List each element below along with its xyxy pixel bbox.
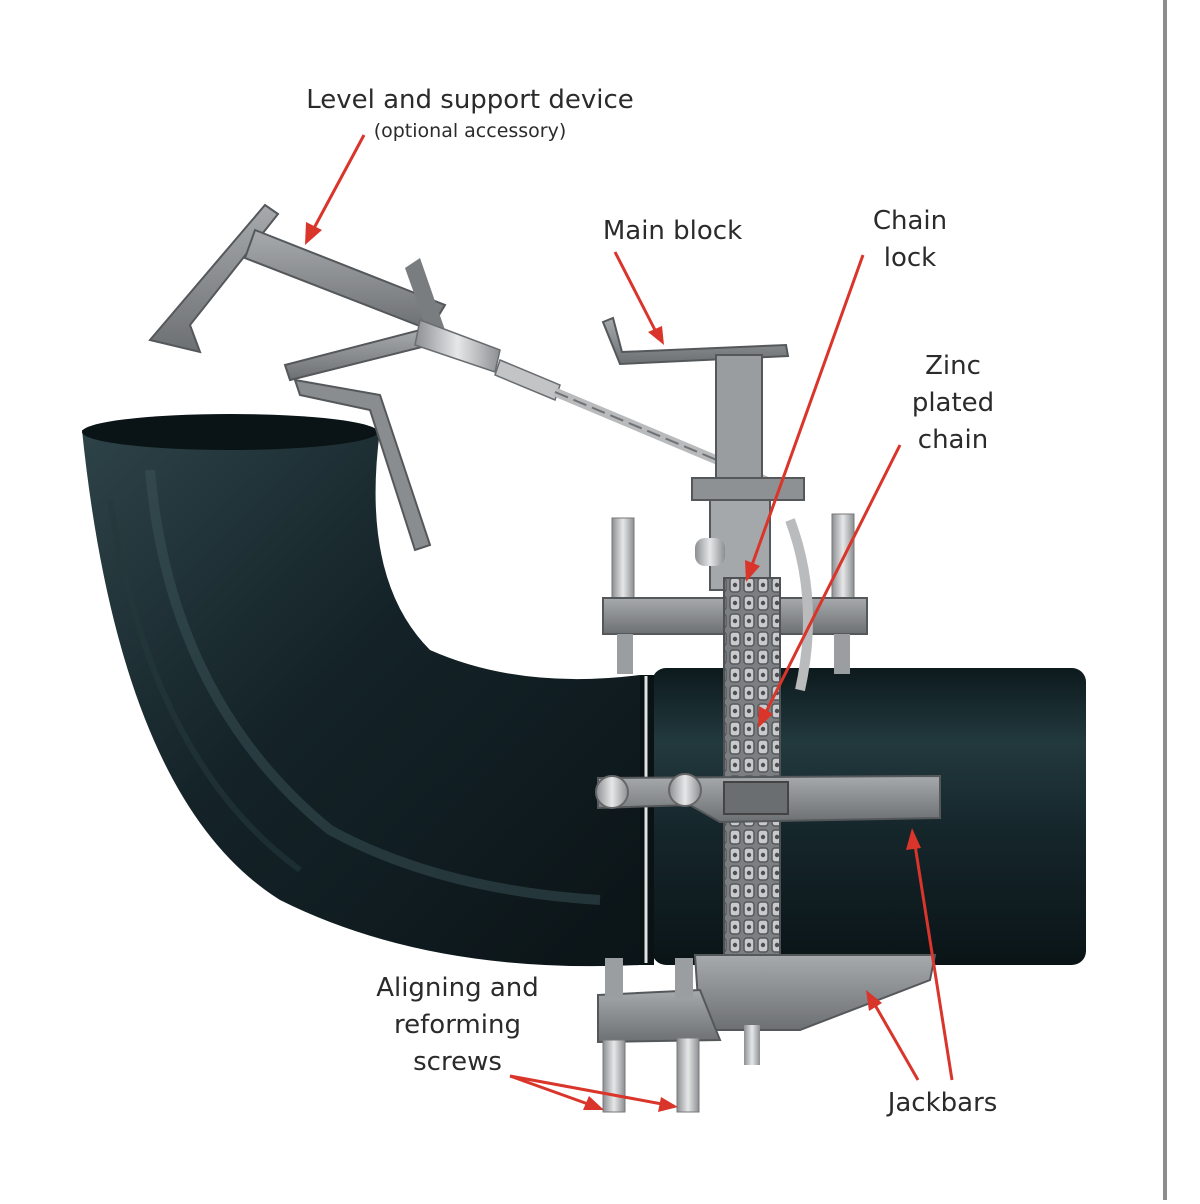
label-level-support-note: (optional accessory)	[373, 120, 567, 142]
label-chain-lock-line2: lock	[883, 243, 937, 273]
elbow-pipe	[82, 414, 640, 967]
label-jackbars-text: Jackbars	[887, 1088, 998, 1118]
label-zinc-line2: plated	[911, 388, 995, 418]
level-support-device	[148, 203, 561, 552]
label-zinc-line3: chain	[917, 425, 989, 455]
arrow-screw-left	[509, 1074, 589, 1106]
arrow-chain-lock	[750, 254, 865, 566]
arrow-screw-right	[509, 1074, 663, 1106]
label-main-block: Main block	[595, 213, 750, 250]
arrow-level-support	[311, 134, 366, 231]
label-level-support-title: Level and support device	[306, 85, 634, 115]
page-edge-border	[1163, 0, 1167, 1200]
label-chain-lock-line1: Chain	[872, 206, 948, 236]
label-level-support-device: Level and support device (optional acces…	[300, 82, 640, 143]
label-main-block-text: Main block	[602, 216, 743, 246]
label-zinc-plated-chain: Zinc plated chain	[898, 348, 1008, 459]
arrow-jackbar-lower	[873, 1004, 920, 1081]
arrow-zinc-chain	[764, 444, 902, 713]
label-jackbars: Jackbars	[880, 1085, 1005, 1122]
label-screws-line3: screws	[413, 1047, 502, 1077]
label-aligning-screws: Aligning and reforming screws	[370, 970, 545, 1081]
label-zinc-line1: Zinc	[925, 351, 981, 381]
upper-jackbar	[595, 773, 941, 824]
callout-arrows	[305, 134, 954, 1112]
label-chain-lock: Chain lock	[860, 203, 960, 277]
arrow-main-block	[613, 251, 657, 331]
label-screws-line1: Aligning and	[376, 973, 539, 1003]
lower-jackbar	[597, 954, 937, 1113]
arrow-jackbar-upper	[913, 844, 954, 1081]
label-screws-line2: reforming	[394, 1010, 521, 1040]
